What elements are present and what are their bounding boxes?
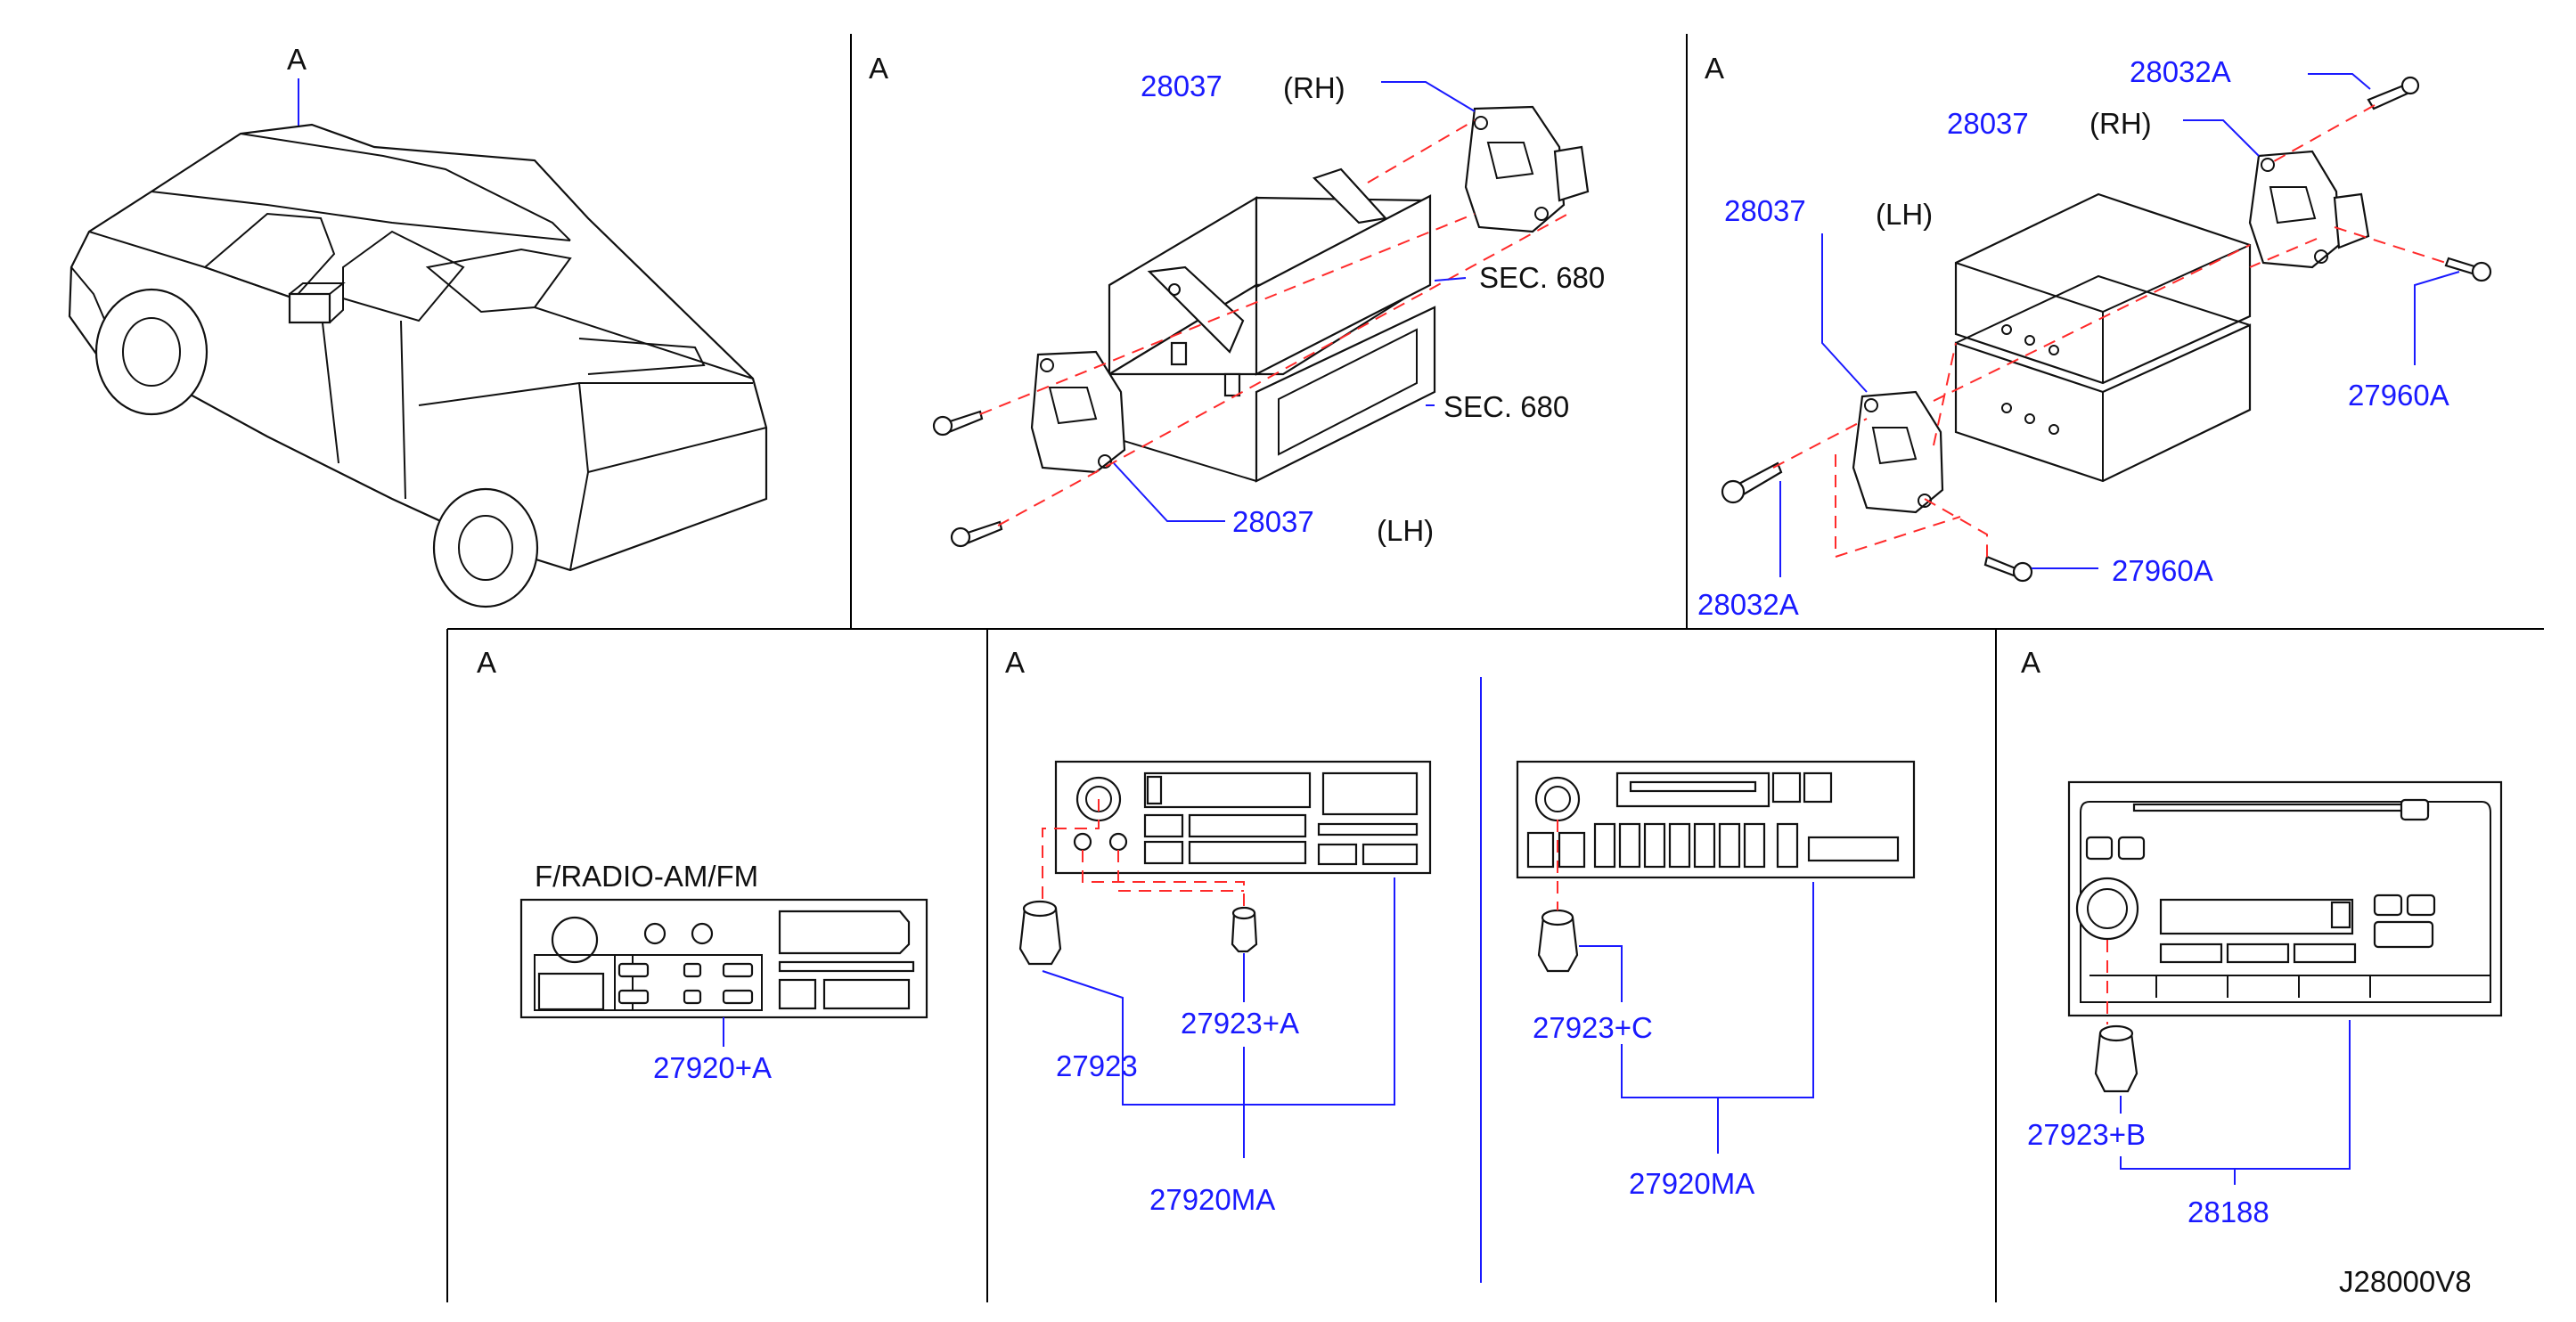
side-label-rh: (RH)	[2089, 107, 2152, 140]
part-number-28037-lh: 28037	[1724, 194, 1806, 227]
section-label: A	[287, 43, 307, 76]
radio-am-fm	[519, 898, 928, 1019]
section-ref-top: SEC. 680	[1479, 261, 1605, 294]
part-number-27960a-right: 27960A	[2348, 379, 2449, 412]
side-label-lh: (LH)	[1377, 514, 1434, 547]
section-label: A	[2021, 646, 2040, 679]
section-ref-bottom: SEC. 680	[1443, 390, 1569, 423]
side-label-lh: (LH)	[1876, 198, 1933, 231]
cassette-radio	[1018, 760, 1432, 966]
diagram-code: J28000V8	[2339, 1265, 2472, 1298]
part-number-27920a: 27920+A	[653, 1051, 772, 1084]
panel-dividers	[446, 34, 2544, 1302]
section-label: A	[1005, 646, 1025, 679]
part-number-28037-lh: 28037	[1232, 505, 1314, 538]
part-number-28032a-top: 28032A	[2130, 55, 2231, 88]
part-number-27923: 27923	[1056, 1049, 1138, 1082]
truck-illustration	[68, 78, 768, 608]
part-number-28037-rh: 28037	[1141, 69, 1223, 102]
unit-bracket-assembly	[1721, 76, 2492, 583]
unit-title: F/RADIO-AM/FM	[535, 860, 758, 893]
section-label: A	[869, 52, 888, 85]
mount-bracket-assembly	[932, 105, 1590, 548]
part-number-27960a-bottom: 27960A	[2112, 554, 2213, 587]
section-label: A	[1705, 52, 1724, 85]
part-number-27923c: 27923+C	[1533, 1011, 1653, 1044]
cassette-radio-alt	[1516, 760, 1916, 973]
part-number-27920ma: 27920MA	[1149, 1183, 1275, 1216]
part-number-28037-rh: 28037	[1947, 107, 2029, 140]
part-number-28188: 28188	[2188, 1196, 2269, 1228]
part-number-27923a: 27923+A	[1181, 1007, 1299, 1040]
cd-unit	[2067, 780, 2503, 1093]
part-number-27923b: 27923+B	[2027, 1118, 2146, 1151]
side-label-rh: (RH)	[1283, 71, 1345, 104]
section-label: A	[477, 646, 496, 679]
part-number-27920ma: 27920MA	[1629, 1167, 1754, 1200]
part-number-28032a-bottom: 28032A	[1697, 588, 1799, 621]
